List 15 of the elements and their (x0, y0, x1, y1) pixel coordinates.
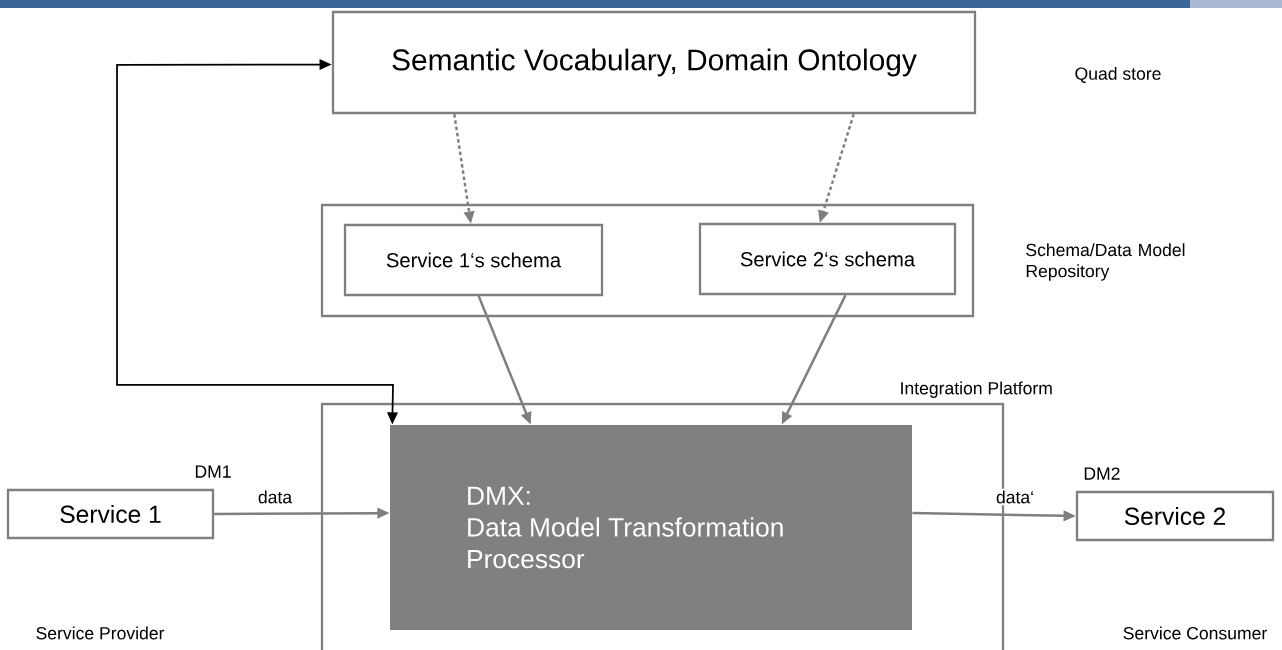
ontology-box: Semantic Vocabulary, Domain Ontology (331, 10, 977, 115)
edge-label: data‘ (996, 490, 1033, 504)
service-box: Service 2 (1075, 490, 1275, 542)
side-label: DM1 (195, 465, 231, 478)
role-label: Service Consumer (1123, 626, 1267, 640)
edge-label: data (258, 490, 293, 504)
role-label: Quad store (1075, 66, 1161, 84)
role-label: Service Provider (36, 626, 165, 640)
processor-box: DMX: Data Model Transformation Processor (390, 425, 912, 630)
side-label: Schema/Data Model Repository (1026, 243, 1185, 281)
side-label: DM2 (1084, 467, 1120, 480)
schema-box: Service 2‘s schema (698, 222, 957, 296)
schema-box: Service 1‘s schema (343, 223, 604, 297)
service-box: Service 1 (6, 488, 215, 540)
node-label: Integration Platform (901, 381, 1052, 398)
